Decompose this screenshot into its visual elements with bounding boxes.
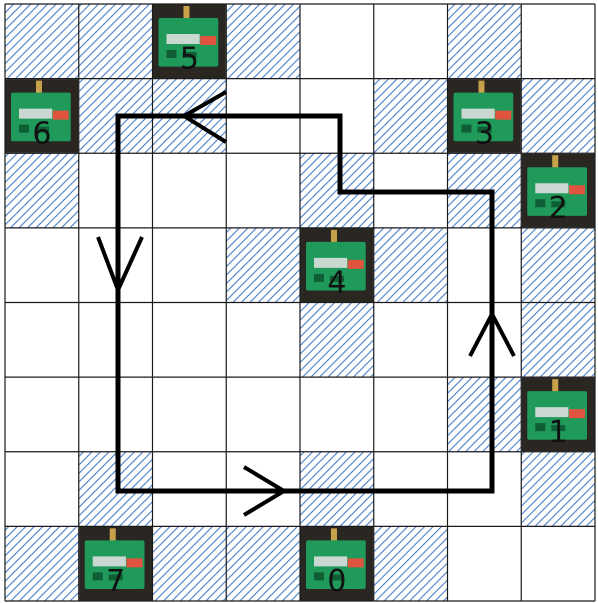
hatched-cell (153, 526, 227, 601)
hatched-cell (521, 303, 595, 378)
antenna-icon (36, 81, 42, 95)
board-chip (167, 50, 177, 58)
board-chip (19, 125, 29, 133)
node-label: 2 (549, 191, 568, 226)
hatched-cell (374, 526, 448, 601)
board-tag (495, 111, 511, 120)
board-tag (569, 409, 585, 418)
hatched-cell (226, 526, 300, 601)
node-label: 1 (549, 415, 568, 450)
hatched-cell (521, 452, 595, 527)
hatched-cell (374, 79, 448, 154)
board-tag (348, 260, 364, 269)
board-chip (535, 199, 545, 207)
board-chip (314, 572, 324, 580)
sensor-node: 2 (522, 154, 595, 228)
hatched-cell (5, 526, 79, 601)
board-chip (535, 423, 545, 431)
antenna-icon (331, 230, 337, 244)
hatched-cell (5, 4, 79, 79)
hatched-cell (79, 4, 153, 79)
sensor-node: 1 (522, 378, 595, 452)
hatched-cell (300, 303, 374, 378)
hatched-cell (226, 4, 300, 79)
board-tag (127, 558, 143, 567)
antenna-icon (110, 528, 116, 542)
hatched-cell (448, 377, 522, 452)
antenna-icon (478, 81, 484, 95)
sensor-node: 7 (79, 527, 152, 601)
antenna-icon (183, 6, 189, 20)
hatched-cell (521, 228, 595, 303)
node-label: 7 (106, 564, 125, 599)
node-label: 6 (32, 116, 51, 151)
board-chip (314, 274, 324, 282)
antenna-icon (552, 155, 558, 169)
board-tag (200, 36, 216, 45)
hatched-cell (226, 228, 300, 303)
node-label: 3 (475, 116, 494, 151)
board-tag (53, 111, 69, 120)
sensor-node: 5 (153, 5, 226, 79)
board-chip (93, 572, 103, 580)
sensor-node: 4 (301, 228, 374, 302)
board-chip (462, 125, 472, 133)
sensor-node: 6 (6, 79, 79, 153)
board-tag (569, 185, 585, 194)
sensor-node: 0 (301, 527, 374, 601)
antenna-icon (552, 379, 558, 393)
sensor-node: 3 (448, 79, 521, 153)
hatched-cell (5, 153, 79, 228)
node-label: 5 (180, 42, 199, 77)
board-tag (348, 558, 364, 567)
hatched-cell (521, 79, 595, 154)
node-label: 0 (327, 564, 346, 599)
hatched-cell (374, 228, 448, 303)
node-label: 4 (327, 266, 346, 301)
antenna-icon (331, 528, 337, 542)
hatched-cell (448, 4, 522, 79)
